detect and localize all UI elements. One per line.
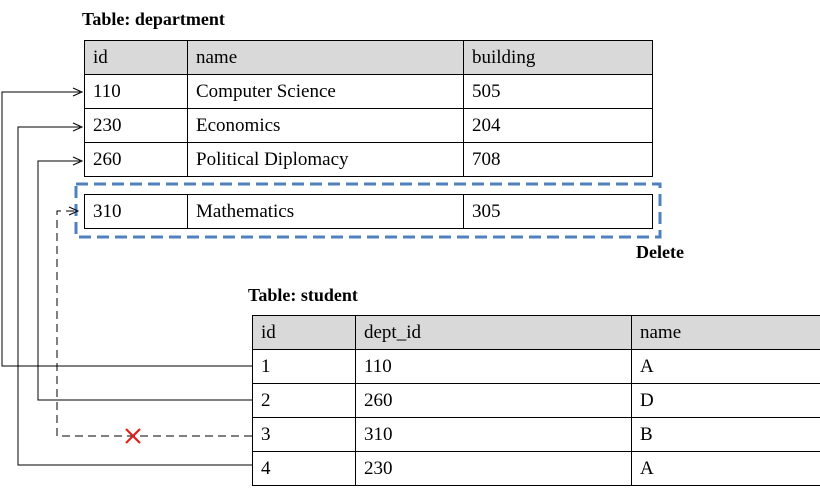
- table-cell: 310: [355, 417, 632, 452]
- department-table: id name building 110 Computer Science 50…: [84, 40, 653, 177]
- table-row: 230 Economics 204: [84, 108, 653, 143]
- table-cell: 505: [463, 74, 653, 109]
- link-line: [37, 160, 252, 401]
- table-cell: Computer Science: [187, 74, 464, 109]
- table-cell: D: [631, 383, 820, 418]
- table-cell: A: [631, 451, 820, 486]
- delete-highlight-box: [74, 182, 662, 239]
- delete-label: Delete: [636, 242, 684, 262]
- arrowhead-icon: [72, 122, 84, 132]
- broken-link-x-icon: [125, 428, 141, 444]
- table-row: 110 Computer Science 505: [84, 74, 653, 109]
- column-header: id: [252, 315, 356, 350]
- student-table: id dept_id name 1 110 A 2 260 D 3 310 B …: [252, 315, 820, 486]
- table-cell: 110: [355, 349, 632, 384]
- column-header: name: [187, 40, 464, 75]
- table-cell: Economics: [187, 108, 464, 143]
- link-line: [17, 126, 252, 466]
- column-header: name: [631, 315, 820, 350]
- link-line: [1, 91, 252, 367]
- table-cell: 708: [463, 142, 653, 177]
- table-row: 260 Political Diplomacy 708: [84, 142, 653, 177]
- table-row: 1 110 A: [252, 349, 820, 384]
- table-cell: 230: [355, 451, 632, 486]
- table-row: 310 Mathematics 305: [84, 194, 653, 229]
- table-cell: 305: [463, 194, 653, 229]
- table-cell: 260: [84, 142, 188, 177]
- department-header-row: id name building: [84, 40, 653, 75]
- table-cell: 310: [84, 194, 188, 229]
- table-cell: Political Diplomacy: [187, 142, 464, 177]
- broken-link-line: [56, 210, 252, 437]
- arrowhead-icon: [72, 156, 84, 166]
- table-row: 3 310 B: [252, 417, 820, 452]
- table-cell: 110: [84, 74, 188, 109]
- arrowhead-icon: [68, 206, 80, 216]
- student-caption: Table: student: [248, 285, 358, 305]
- student-header-row: id dept_id name: [252, 315, 820, 350]
- department-caption: Table: department: [82, 9, 225, 29]
- column-header: dept_id: [355, 315, 632, 350]
- table-row: 4 230 A: [252, 451, 820, 486]
- table-cell: B: [631, 417, 820, 452]
- table-cell: 4: [252, 451, 356, 486]
- column-header: building: [463, 40, 653, 75]
- arrowhead-icon: [72, 87, 84, 97]
- deleted-department-row: 310 Mathematics 305: [84, 194, 653, 229]
- table-cell: Mathematics: [187, 194, 464, 229]
